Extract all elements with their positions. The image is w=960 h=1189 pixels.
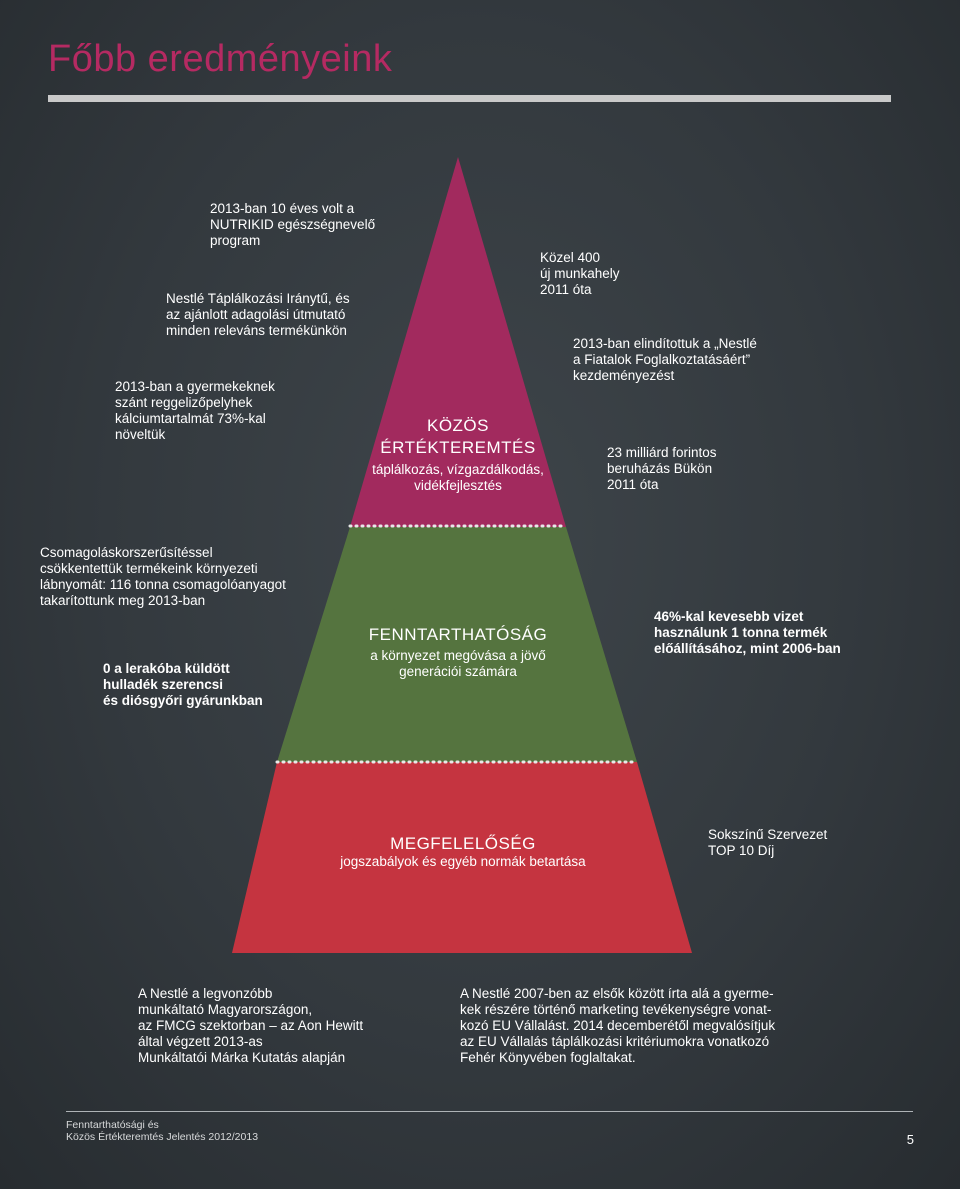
note-line: Munkáltatói Márka Kutatás alapján <box>138 1050 346 1065</box>
note-line: lábnyomát: 116 tonna csomagolóanyagot <box>40 577 286 592</box>
tier-middle-sub-2: generációi számára <box>399 664 517 679</box>
note-line: 2013-ban a gyermekeknek <box>115 379 275 394</box>
note-line: A Nestlé a legvonzóbb <box>138 986 273 1001</box>
note-line: Közel 400 <box>540 250 601 265</box>
note-line: 2011 óta <box>607 477 659 492</box>
note-line: szánt reggelizőpelyhek <box>115 395 253 410</box>
note-line: hulladék szerencsi <box>103 677 224 692</box>
tier-middle-shape <box>277 527 637 762</box>
footer-line-2: Közös Értékteremtés Jelentés 2012/2013 <box>66 1131 259 1143</box>
tier-top-sub-2: vidékfejlesztés <box>414 478 502 493</box>
note-line: az ajánlott adagolási útmutató <box>166 307 346 322</box>
note-line: használunk 1 tonna termék <box>654 625 828 640</box>
note-line: 46%-kal kevesebb vizet <box>654 609 804 624</box>
note-line: minden releváns termékünkön <box>166 323 347 338</box>
note-line: kálciumtartalmát 73%-kal <box>115 411 266 426</box>
tier-top-heading-1: KÖZÖS <box>426 416 489 435</box>
note-line: előállításához, mint 2006-ban <box>654 641 841 656</box>
note-line: új munkahely <box>540 266 620 281</box>
note-line: a Fiatalok Foglalkoztatásáért” <box>573 352 751 367</box>
tier-top-sub-1: táplálkozás, vízgazdálkodás, <box>372 462 544 477</box>
note-line: Fehér Könyvében foglaltakat. <box>460 1050 636 1065</box>
footer-text: Fenntarthatósági és Közös Értékteremtés … <box>66 1119 258 1143</box>
note-line: 2013-ban 10 éves volt a <box>210 201 355 216</box>
page-number: 5 <box>906 1132 914 1147</box>
note-line: 2013-ban elindítottuk a „Nestlé <box>573 336 757 351</box>
note-line: az FMCG szektorban – az Aon Hewitt <box>138 1018 364 1033</box>
tier-bottom-sub: jogszabályok és egyéb normák betartása <box>340 854 586 869</box>
note-line: 23 milliárd forintos <box>607 445 717 460</box>
note-line: által végzett 2013-as <box>138 1034 263 1049</box>
note-line: munkáltató Magyarországon, <box>138 1002 313 1017</box>
note-line: Csomagoláskorszerűsítéssel <box>40 545 213 560</box>
note-line: TOP 10 Díj <box>708 843 775 858</box>
tier-middle-sub-1: a környezet megóvása a jövő <box>370 648 546 663</box>
note-line: program <box>210 233 261 248</box>
note-line: növeltük <box>115 427 166 442</box>
note-line: Nestlé Táplálkozási Iránytű, és <box>166 291 350 306</box>
footer-line-1: Fenntarthatósági és <box>66 1119 159 1131</box>
note-line: A Nestlé 2007-ben az elsők között írta a… <box>460 986 774 1001</box>
note-line: kezdeményezést <box>573 368 675 383</box>
note-line: NUTRIKID egészségnevelő <box>210 217 376 232</box>
tier-middle-heading: FENNTARTHATÓSÁG <box>368 625 548 644</box>
note-line: kek részére történő marketing tevékenysé… <box>460 1002 772 1017</box>
note-line: beruházás Bükön <box>607 461 713 476</box>
note-line: 2011 óta <box>540 282 592 297</box>
note-line: csökkentettük termékeink környezeti <box>40 561 258 576</box>
tier-top-heading-2: ÉRTÉKTEREMTÉS <box>380 438 536 457</box>
note-line: Sokszínű Szervezet <box>708 827 828 842</box>
note-line: az EU Vállalás táplálkozási kritériumokr… <box>460 1034 770 1049</box>
page-title: Főbb eredményeink <box>48 38 393 80</box>
tier-bottom-heading: MEGFELELŐSÉG <box>390 834 536 853</box>
footer-rule <box>66 1111 913 1112</box>
note-line: takarítottunk meg 2013-ban <box>40 593 206 608</box>
note-line: és diósgyőri gyárunkban <box>103 693 263 708</box>
note-line: kozó EU Vállalást. 2014 decemberétől meg… <box>460 1018 776 1033</box>
tier-top-shape <box>350 157 566 527</box>
note-line: 0 a lerakóba küldött <box>103 661 230 676</box>
title-rule <box>48 95 891 102</box>
tier-bottom-shape <box>232 762 692 953</box>
